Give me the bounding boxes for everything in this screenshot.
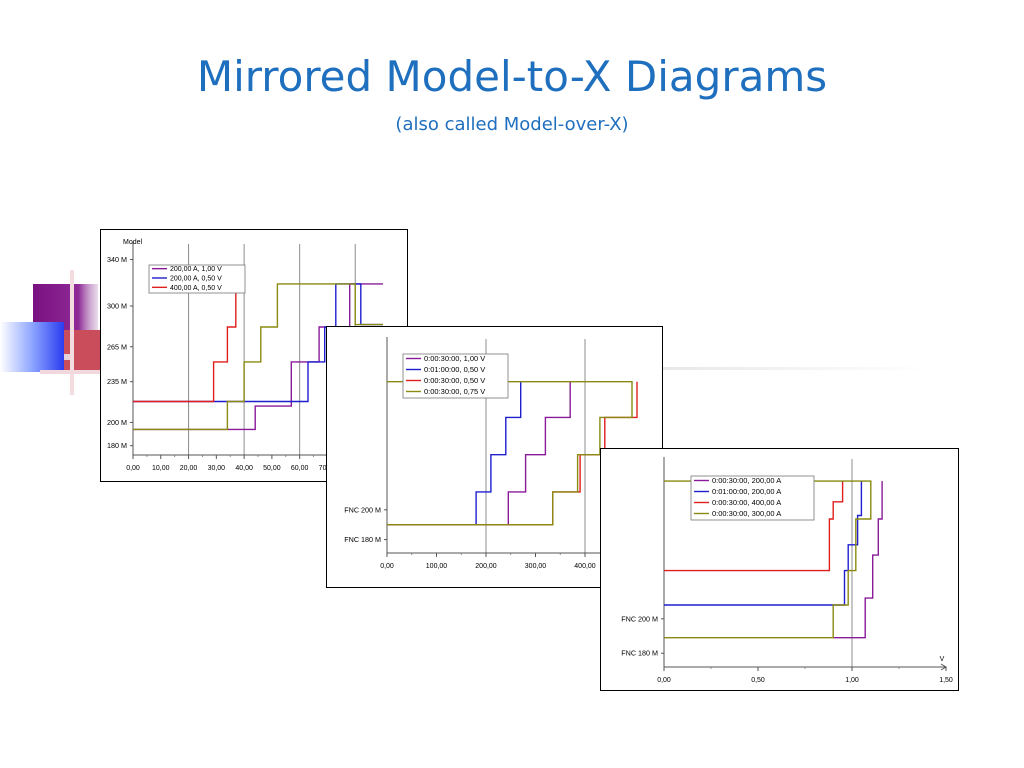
legend-label: 200,00 A, 1,00 V [170,266,222,273]
series-line [664,481,844,572]
y-tick-label: 300 M [107,302,127,311]
series-line [387,381,633,526]
legend-label: 0:00:30:00, 0,75 V [424,387,485,396]
legend-label: 0:01:00:00, 200,00 A [712,487,781,496]
x-tick-label: 20,00 [180,465,198,472]
x-tick-label: 400,00 [574,563,596,570]
x-tick-label: 0,00 [126,465,140,472]
x-tick-label: 10,00 [152,465,170,472]
series-line [133,283,383,403]
chart-model-vs-volt: 0,00 0,50 1,00 1,50 V FNC 200 M FNC 180 M 0:00:… [600,448,959,691]
legend-label: 0:01:00:00, 0,50 V [424,365,485,374]
y-tick-label: FNC 200 M [344,505,381,514]
x-tick-label: 100,00 [426,563,448,570]
legend-label: 0:00:30:00, 300,00 A [712,509,781,518]
y-tick-label: 235 M [107,377,127,386]
x-tick-label: 30,00 [208,465,226,472]
x-tick-label: 300,00 [525,563,547,570]
y-tick-label: FNC 200 M [621,614,658,623]
y-tick-label: 340 M [107,255,127,264]
x-tick-label: 200,00 [475,563,497,570]
y-axis-label: Model [123,239,143,246]
chart-3-svg: 0,00 0,50 1,00 1,50 V FNC 200 M FNC 180 M 0:00:… [621,457,953,684]
y-tick-label: 180 M [107,441,127,450]
y-tick-label: FNC 180 M [621,649,658,658]
x-tick-label: 60,00 [291,465,309,472]
series-line [133,283,383,431]
chart-2-svg: 0,00100,00200,00300,00400,00500,00600,00… [344,337,662,570]
legend-box [690,475,815,521]
series-line [664,481,863,606]
legend-label: 0:00:30:00, 400,00 A [712,498,781,507]
x-tick-label: 40,00 [235,465,253,472]
legend-label: 200,00 A, 0,50 V [170,276,222,283]
y-tick-label: FNC 180 M [344,535,381,544]
slide-title: Mirrored Model-to-X Diagrams [196,52,828,101]
x-tick-label: 50,00 [263,465,281,472]
x-axis-label: V [940,656,945,663]
x-tick-label: 1,50 [939,677,953,684]
x-tick-label: 0,50 [751,677,765,684]
x-tick-label: 0,00 [657,677,671,684]
legend-label: 0:00:30:00, 200,00 A [712,476,781,485]
series-line [387,381,522,526]
y-tick-label: 265 M [107,342,127,351]
slide-subtitle: (also called Model-over-X) [395,114,629,135]
legend-label: 0:00:30:00, 1,00 V [424,354,485,363]
legend-box [148,264,246,294]
legend-label: 0:00:30:00, 0,50 V [424,376,485,385]
x-tick-label: 1,00 [845,677,859,684]
y-tick-label: 200 M [107,418,127,427]
x-tick-label: 0,00 [380,563,394,570]
series-line [133,283,383,431]
decorative-squares [0,270,110,395]
series-line [387,381,571,526]
series-line [664,480,872,639]
series-line [833,481,883,639]
legend-box [402,353,509,399]
legend-label: 400,00 A, 0,50 V [170,285,222,292]
